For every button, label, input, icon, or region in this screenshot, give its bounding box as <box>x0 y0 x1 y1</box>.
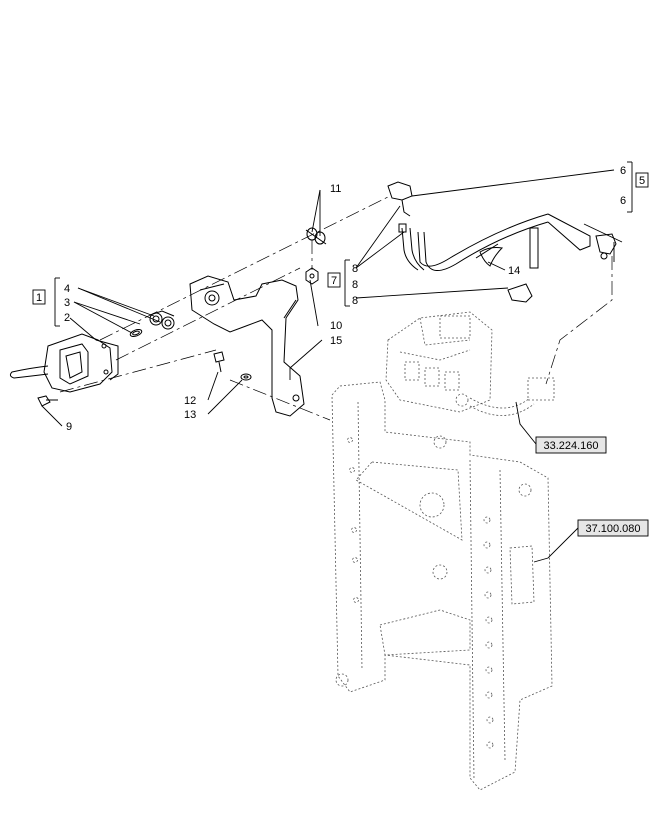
reference-frame[interactable]: 37.100.080 <box>577 519 649 537</box>
washer-13 <box>240 373 252 381</box>
callout-4[interactable]: 4 <box>64 283 70 295</box>
coupler-body <box>9 333 119 393</box>
leader-lines <box>41 161 633 563</box>
callout-8-lower[interactable]: 8 <box>352 295 358 307</box>
callout-11[interactable]: 11 <box>330 183 341 195</box>
callout-15[interactable]: 15 <box>330 335 342 347</box>
assembly-centerlines <box>59 195 613 421</box>
callout-6-lower[interactable]: 6 <box>620 195 626 207</box>
callout-7-label: 7 <box>331 275 337 287</box>
elbow-fitting-right <box>595 233 617 260</box>
elbow-fitting-lower <box>507 283 533 303</box>
callout-6-upper[interactable]: 6 <box>620 165 626 177</box>
o-ring-3 <box>129 329 143 337</box>
frame-holes <box>347 437 494 749</box>
mounting-bracket <box>189 275 305 417</box>
hose-clip-14 <box>475 243 504 267</box>
bolt-12 <box>213 351 225 373</box>
callout-9[interactable]: 9 <box>66 421 72 433</box>
hoses <box>398 213 591 271</box>
reference-frame-label: 37.100.080 <box>585 523 640 535</box>
callout-5[interactable]: 5 <box>635 172 649 188</box>
callout-5-label: 5 <box>639 175 645 187</box>
reference-hydraulic-label: 33.224.160 <box>543 440 598 452</box>
hydraulic-valve-phantom <box>385 311 555 416</box>
hitch-frame-phantom <box>331 381 553 791</box>
callout-1[interactable]: 1 <box>32 289 46 305</box>
callout-8-upper[interactable]: 8 <box>352 263 358 275</box>
bolt-9 <box>37 395 58 407</box>
nut-10 <box>305 267 319 285</box>
callout-1-label: 1 <box>36 292 42 304</box>
reference-hydraulic[interactable]: 33.224.160 <box>535 436 607 454</box>
callout-12[interactable]: 12 <box>184 395 196 407</box>
callout-8-middle[interactable]: 8 <box>352 279 358 291</box>
callout-13[interactable]: 13 <box>184 409 196 421</box>
callout-2[interactable]: 2 <box>64 312 70 324</box>
callout-7[interactable]: 7 <box>327 272 341 288</box>
callout-14[interactable]: 14 <box>508 265 520 277</box>
elbow-fitting-upper <box>387 181 413 217</box>
callout-10[interactable]: 10 <box>330 320 342 332</box>
callout-3[interactable]: 3 <box>64 297 70 309</box>
